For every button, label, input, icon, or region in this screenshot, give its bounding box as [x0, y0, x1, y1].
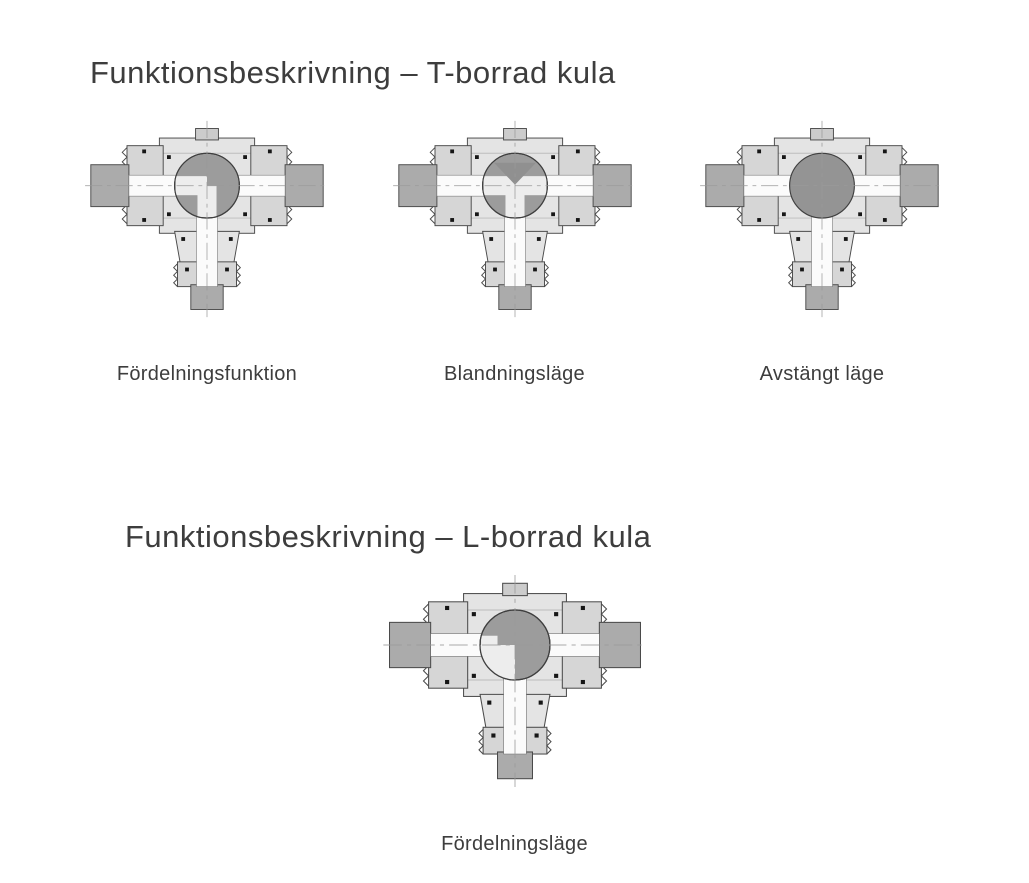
- t-bored-figure-row: Fördelningsfunktion Blandningsläge: [82, 119, 947, 386]
- figure-caption: Blandningsläge: [444, 363, 585, 385]
- valve-diagram-t-distribution: [85, 120, 329, 318]
- figure-caption: Fördelningsläge: [441, 833, 588, 855]
- figure-t-closed: Avstängt läge: [697, 119, 947, 386]
- section-title-l-bored: Funktionsbeskrivning – L-borrad kula: [125, 519, 652, 554]
- section-title-t-bored: Funktionsbeskrivning – T-borrad kula: [90, 55, 616, 90]
- valve-diagram-l-distribution: [382, 575, 647, 787]
- figure-t-distribution: Fördelningsfunktion: [82, 119, 332, 386]
- figure-caption: Avstängt läge: [759, 363, 885, 385]
- figure-t-mixing: Blandningsläge: [390, 119, 640, 386]
- figure-l-distribution: Fördelningsläge: [380, 573, 650, 856]
- figure-caption: Fördelningsfunktion: [116, 363, 298, 385]
- valve-diagram-t-mixing: [392, 120, 637, 318]
- valve-diagram-t-closed: [700, 120, 944, 318]
- l-bored-figure-row: Fördelningsläge: [0, 573, 1029, 856]
